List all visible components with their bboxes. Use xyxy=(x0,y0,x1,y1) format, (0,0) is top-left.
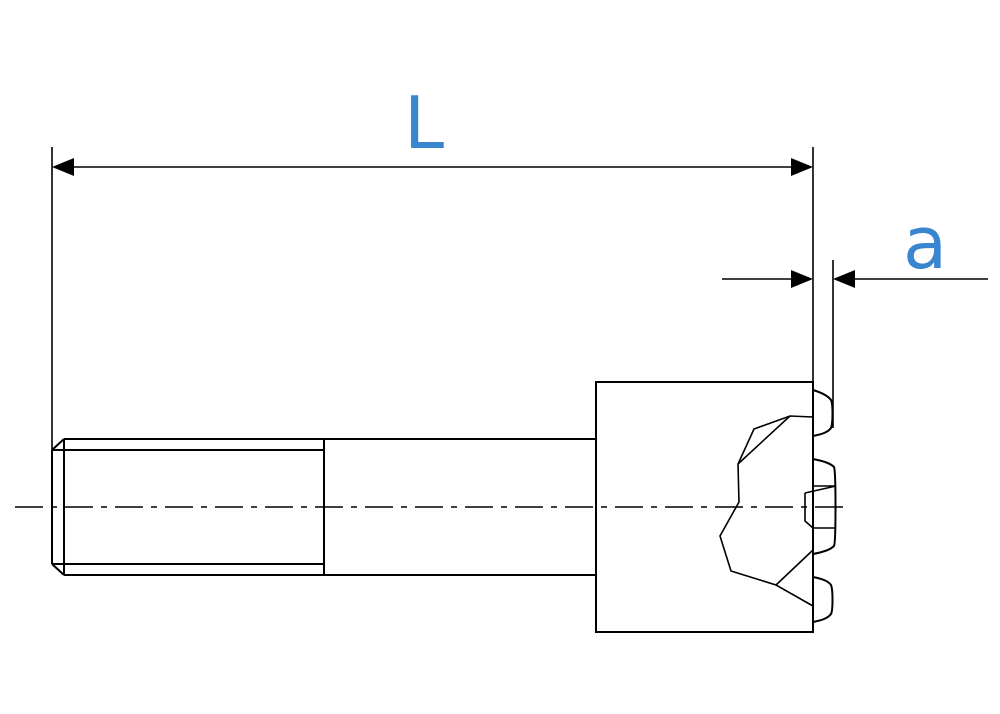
drive-lobe-top xyxy=(812,389,834,437)
screw-head xyxy=(595,381,837,633)
dimension-length: L xyxy=(51,81,814,450)
arrow-right-icon xyxy=(791,158,813,176)
arrow-inward-right-icon xyxy=(791,270,813,288)
drive-lobe-bottom xyxy=(812,576,834,623)
arrow-inward-left-icon xyxy=(833,270,855,288)
label-length: L xyxy=(404,81,444,165)
label-head-offset: a xyxy=(903,201,947,285)
arrow-left-icon xyxy=(52,158,74,176)
drive-recess-outline xyxy=(719,415,814,607)
dimension-head-offset: a xyxy=(722,201,988,428)
screw-shank xyxy=(51,438,596,576)
